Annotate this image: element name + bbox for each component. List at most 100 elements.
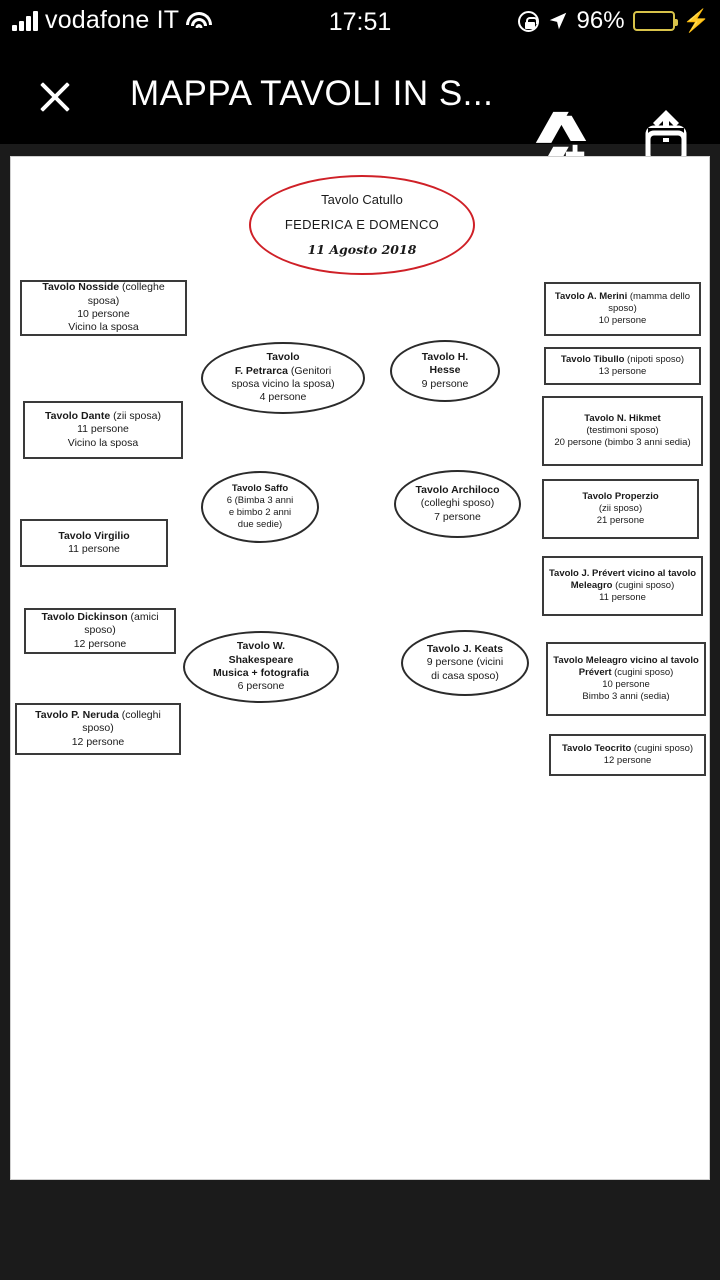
table-box[interactable]: Tavolo Dickinson (amici sposo) 12 person… (24, 608, 176, 654)
table-line: 13 persone (598, 366, 647, 377)
table-detail: (amici sposo) (84, 610, 159, 637)
table-ellipse[interactable]: Tavolo Archiloco (colleghi sposo) 7 pers… (394, 470, 521, 538)
table-ellipse[interactable]: Tavolo Saffo 6 (Bimba 3 anni e bimbo 2 a… (201, 471, 319, 543)
table-ellipse[interactable]: Tavolo H. Hesse 9 persone (390, 340, 500, 402)
table-line: Vicino la sposa (67, 436, 139, 449)
table-box[interactable]: Tavolo Virgilio 11 persone (20, 519, 168, 567)
table-name: Tavolo J. Keats (426, 642, 504, 655)
table-line: 11 persone (77, 423, 129, 436)
table-line: Tavolo (266, 351, 300, 364)
table-line: (testimoni sposo) (586, 424, 659, 436)
table-name: Tavolo P. Neruda (35, 708, 119, 721)
table-box[interactable]: Tavolo P. Neruda (colleghi sposo) 12 per… (15, 703, 181, 755)
table-line: 11 persone (599, 592, 646, 604)
status-bar: vodafone IT 17:51 96% ⚡ (0, 0, 720, 46)
table-line: sposa vicino la sposa) (231, 378, 335, 390)
table-name: Tavolo Virgilio (58, 529, 130, 542)
table-line: 20 persone (bimbo 3 anni sedia) (554, 437, 691, 449)
table-line: Tavolo W. (236, 640, 286, 653)
table-line: 4 persone (259, 391, 307, 404)
table-name: Tavolo N. Hikmet (584, 412, 661, 424)
table-line: due sedie) (237, 519, 283, 531)
table-detail: (nipoti sposo) (624, 353, 685, 365)
table-name: Tavolo Teocrito (561, 742, 632, 754)
table-box[interactable]: Tavolo J. Prévert vicino al tavolo Melea… (542, 556, 703, 616)
table-line: (zii sposo) (598, 502, 643, 514)
table-line: 6 (Bimba 3 anni (226, 494, 294, 506)
cellular-bars-icon (12, 10, 38, 31)
table-box[interactable]: Tavolo Properzio (zii sposo) 21 persone (542, 479, 699, 539)
table-line: 12 persone (603, 755, 652, 766)
table-line: Bimbo 3 anni (sedia) (582, 691, 670, 703)
table-line: di casa sposo) (431, 669, 499, 682)
table-name-2: Meleagro (570, 579, 613, 591)
table-line: 9 persone (421, 377, 469, 390)
rotation-lock-icon (517, 10, 539, 32)
table-detail: (colleghe sposa) (87, 281, 165, 307)
status-right: 96% ⚡ (517, 7, 710, 35)
table-name: Tavolo Archiloco (415, 483, 500, 496)
table-line: 11 persone (68, 543, 120, 555)
table-name-2: Prévert (578, 666, 612, 678)
table-line: 7 persone (434, 510, 481, 523)
table-name: Tavolo J. Prévert vicino al tavolo (548, 567, 697, 579)
page-title: MAPPA TAVOLI IN S... (130, 74, 494, 113)
table-line: Tavolo H. (421, 350, 469, 363)
table-detail: (cugini sposo) (612, 579, 675, 591)
lightning-bolt-icon: ⚡ (682, 8, 710, 33)
table-line: Vicino la sposa (68, 321, 139, 334)
table-detail: (colleghi sposo) (82, 708, 161, 735)
table-box[interactable]: Tavolo Dante (zii sposa) 11 persone Vici… (23, 401, 183, 459)
status-left: vodafone IT (12, 6, 213, 35)
share-icon[interactable] (640, 108, 692, 166)
table-detail: (cugini sposo) (611, 666, 674, 678)
table-name: Tavolo A. Merini (554, 290, 628, 302)
table-line: 12 persone (71, 735, 125, 748)
table-name: Tavolo Properzio (582, 490, 659, 502)
head-table-couple: FEDERICA E DOMENCO (284, 217, 440, 232)
table-line: (colleghi sposo) (420, 497, 495, 510)
table-detail: (Genitori (287, 364, 332, 377)
carrier-label: vodafone IT (45, 6, 180, 34)
head-table-name: Tavolo Catullo (321, 192, 403, 208)
table-detail: (zii sposa) (110, 409, 161, 422)
table-ellipse[interactable]: Tavolo J. Keats 9 persone (vicini di cas… (401, 630, 529, 696)
app-toolbar: MAPPA TAVOLI IN S... (0, 46, 720, 164)
table-name: F. Petrarca (234, 364, 288, 377)
table-line: Musica + fotografia (213, 667, 309, 679)
table-name: Tavolo Dickinson (41, 610, 128, 623)
battery-icon (632, 11, 678, 31)
table-box[interactable]: Tavolo Tibullo (nipoti sposo) 13 persone (544, 347, 701, 385)
wifi-icon (186, 11, 213, 31)
document-page[interactable]: Tavolo Catullo FEDERICA E DOMENCO 11 Ago… (10, 156, 710, 1180)
table-line: 21 persone (596, 515, 645, 527)
table-box[interactable]: Tavolo Teocrito (cugini sposo) 12 person… (549, 734, 706, 776)
table-name: Tavolo Saffo (231, 482, 289, 494)
table-line: sposo) (608, 302, 637, 314)
table-line: 6 persone (237, 680, 285, 693)
table-name: Tavolo Meleagro vicino al tavolo (553, 654, 699, 666)
head-table-date: 11 Agosto 2018 (307, 241, 417, 257)
table-box[interactable]: Tavolo Meleagro vicino al tavolo Prévert… (546, 642, 706, 716)
table-detail: (mamma dello (627, 290, 691, 302)
table-box[interactable]: Tavolo A. Merini (mamma dello sposo) 10 … (544, 282, 701, 336)
table-name: Tavolo Dante (45, 409, 111, 422)
table-name: Shakespeare (228, 653, 294, 666)
table-box[interactable]: Tavolo Nosside (colleghe sposa) 10 perso… (20, 280, 187, 336)
battery-percent-label: 96% (576, 7, 625, 34)
location-arrow-icon (549, 12, 566, 30)
table-line: 9 persone (vicini (426, 656, 504, 669)
table-ellipse[interactable]: Tavolo F. Petrarca (Genitori sposa vicin… (201, 342, 365, 414)
table-name: Tavolo Tibullo (560, 353, 625, 365)
table-name: Hesse (429, 364, 461, 377)
table-box[interactable]: Tavolo N. Hikmet (testimoni sposo) 20 pe… (542, 396, 703, 466)
table-detail: (cugini sposo) (631, 742, 694, 754)
table-ellipse[interactable]: Tavolo W. Shakespeare Musica + fotografi… (183, 631, 339, 703)
table-line: 10 persone (598, 315, 647, 327)
clock-label: 17:51 (328, 8, 392, 36)
close-icon[interactable] (36, 78, 74, 116)
table-line: 12 persone (73, 637, 127, 650)
table-line: e bimbo 2 anni (228, 507, 292, 518)
head-table-ellipse: Tavolo Catullo FEDERICA E DOMENCO 11 Ago… (249, 175, 475, 275)
